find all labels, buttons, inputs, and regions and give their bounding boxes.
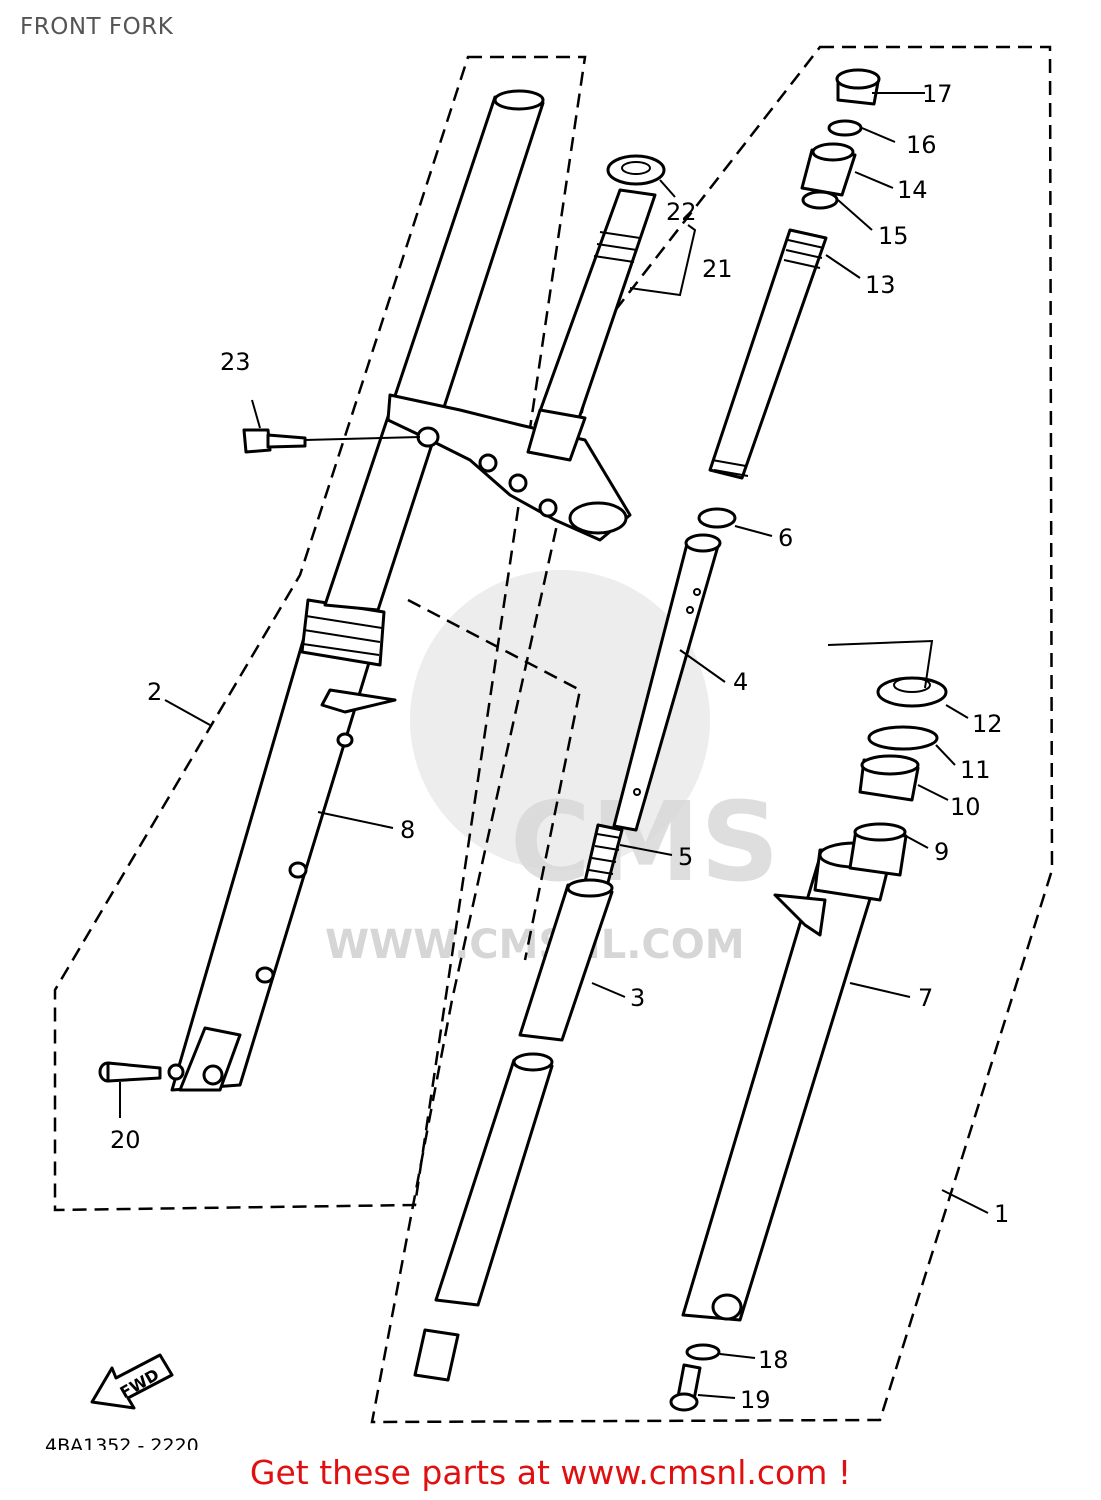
fork-spring	[708, 228, 828, 480]
callout-13: 13	[865, 271, 896, 299]
callout-23: 23	[220, 348, 251, 376]
circlip-16	[827, 119, 863, 137]
watermark: CMS WWW.CMSNL.COM	[325, 570, 779, 968]
leader-lines	[119, 92, 989, 1399]
callout-3: 3	[630, 984, 645, 1012]
piston-ring	[697, 507, 737, 529]
pinch-bolt	[242, 428, 421, 454]
callout-7: 7	[918, 984, 933, 1012]
callout-17: 17	[922, 80, 953, 108]
damper-rod	[612, 533, 722, 832]
under-bracket	[386, 188, 657, 542]
callout-6: 6	[778, 524, 793, 552]
outer-tube-left	[170, 598, 397, 1092]
callout-8: 8	[400, 816, 415, 844]
assembly-outline-inner	[407, 598, 582, 961]
page-title: FRONT FORK	[20, 14, 174, 40]
footer-promo-link[interactable]: Get these parts at www.cmsnl.com !	[249, 1453, 852, 1492]
dust-seal	[876, 676, 948, 708]
watermark-text: WWW.CMSNL.COM	[325, 922, 745, 968]
callout-21: 21	[702, 255, 733, 283]
callout-18: 18	[758, 1346, 789, 1374]
exploded-parts-diagram: CMS WWW.CMSNL.COM	[45, 45, 1054, 1450]
stem-nut	[606, 154, 666, 186]
axle-pinch-bolt	[98, 1061, 185, 1083]
callout-20: 20	[110, 1126, 141, 1154]
callout-10: 10	[950, 793, 981, 821]
bushing	[848, 822, 908, 877]
assembly-outline-left	[53, 55, 587, 1212]
assembly-outline-right	[370, 45, 1054, 1424]
callout-5: 5	[678, 843, 693, 871]
forward-arrow-icon: FWD	[90, 1353, 174, 1410]
callout-12: 12	[972, 710, 1003, 738]
washer-18	[685, 1343, 721, 1361]
o-ring-15	[801, 190, 839, 210]
cap-17	[835, 68, 881, 106]
callout-4: 4	[733, 668, 748, 696]
callout-2: 2	[147, 678, 162, 706]
callout-labels: 1 2 3 4 5 6 7 8 9 10 11 12 13 14 15 16 1…	[110, 80, 1009, 1414]
callout-9: 9	[934, 838, 949, 866]
callout-15: 15	[878, 222, 909, 250]
oil-seal	[858, 754, 920, 802]
callout-22: 22	[666, 198, 697, 226]
callout-14: 14	[897, 176, 928, 204]
inner-tube-left	[323, 89, 545, 612]
outer-tube-right	[681, 841, 892, 1322]
diagram-code: 4BA1352 - 2220	[45, 1435, 199, 1450]
damper-cylinder	[413, 878, 614, 1382]
clip-11	[867, 725, 939, 751]
callout-11: 11	[960, 756, 991, 784]
callout-1: 1	[994, 1200, 1009, 1228]
cap-bolt	[800, 142, 857, 197]
callout-19: 19	[740, 1386, 771, 1414]
bolt-19	[669, 1363, 702, 1412]
callout-16: 16	[906, 131, 937, 159]
